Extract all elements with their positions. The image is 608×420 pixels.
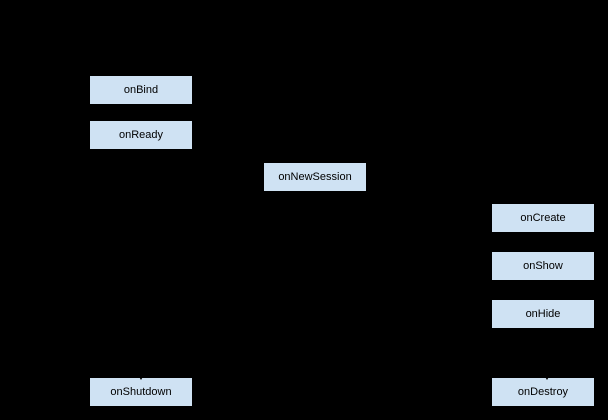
node-onbind: onBind bbox=[89, 75, 193, 105]
node-onready: onReady bbox=[89, 120, 193, 150]
arrowhead-tip-icon bbox=[138, 375, 144, 380]
node-ondestroy: onDestroy bbox=[491, 377, 595, 407]
node-onshutdown: onShutdown bbox=[89, 377, 193, 407]
node-oncreate: onCreate bbox=[491, 203, 595, 233]
node-onhide: onHide bbox=[491, 299, 595, 329]
arrowhead-tip-icon bbox=[544, 375, 550, 380]
node-onshow: onShow bbox=[491, 251, 595, 281]
node-onnewsession: onNewSession bbox=[263, 162, 367, 192]
